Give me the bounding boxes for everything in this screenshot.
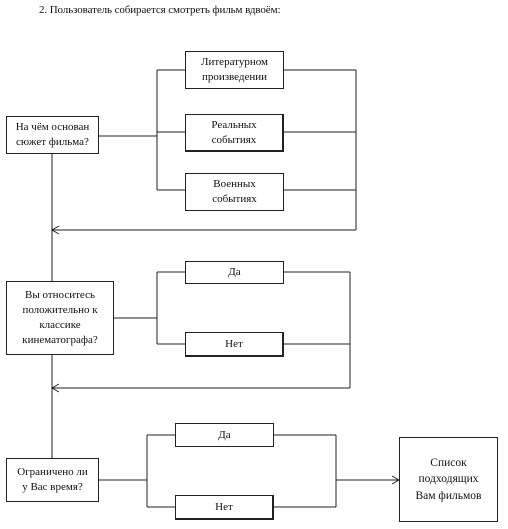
option-text-war-events: Военных событиях: [212, 178, 257, 205]
question-box-time-limit: Ограничено ли у Вас время?: [6, 458, 99, 502]
option-box-war-events: Военных событиях: [185, 173, 284, 211]
task-heading: 2. Пользователь собирается смотреть филь…: [39, 4, 281, 16]
option-text-real-events: Реальных событиях: [211, 118, 257, 146]
option-box-time-yes: Да: [175, 423, 274, 447]
option-box-literary-work: Литературном произведении: [185, 51, 284, 89]
question-box-plot-basis: На чём основан сюжет фильма?: [6, 116, 99, 154]
arrowhead-q1-return: [50, 225, 60, 235]
connectors-group: [51, 69, 399, 508]
option-box-classics-yes: Да: [185, 261, 284, 284]
arrowhead-q2-return: [50, 383, 60, 393]
question-box-classics: Вы относитесь положительно к классике ки…: [6, 281, 114, 355]
option-text-classics-no: Нет: [225, 337, 243, 350]
option-box-real-events: Реальных событиях: [185, 114, 284, 152]
option-text-literary-work: Литературном произведении: [201, 56, 268, 83]
option-box-classics-no: Нет: [185, 332, 284, 357]
option-text-classics-yes: Да: [228, 266, 241, 279]
question-text-plot-basis: На чём основан сюжет фильма?: [15, 121, 90, 148]
question-text-classics: Вы относитесь положительно к классике ки…: [22, 289, 98, 346]
option-text-time-no: Нет: [215, 500, 233, 513]
option-box-time-no: Нет: [175, 495, 274, 520]
question-text-time-limit: Ограничено ли у Вас время?: [17, 466, 88, 493]
result-box-film-list: Список подходящих Вам фильмов: [399, 437, 498, 522]
result-text-film-list: Список подходящих Вам фильмов: [415, 457, 482, 502]
option-text-time-yes: Да: [218, 428, 231, 441]
